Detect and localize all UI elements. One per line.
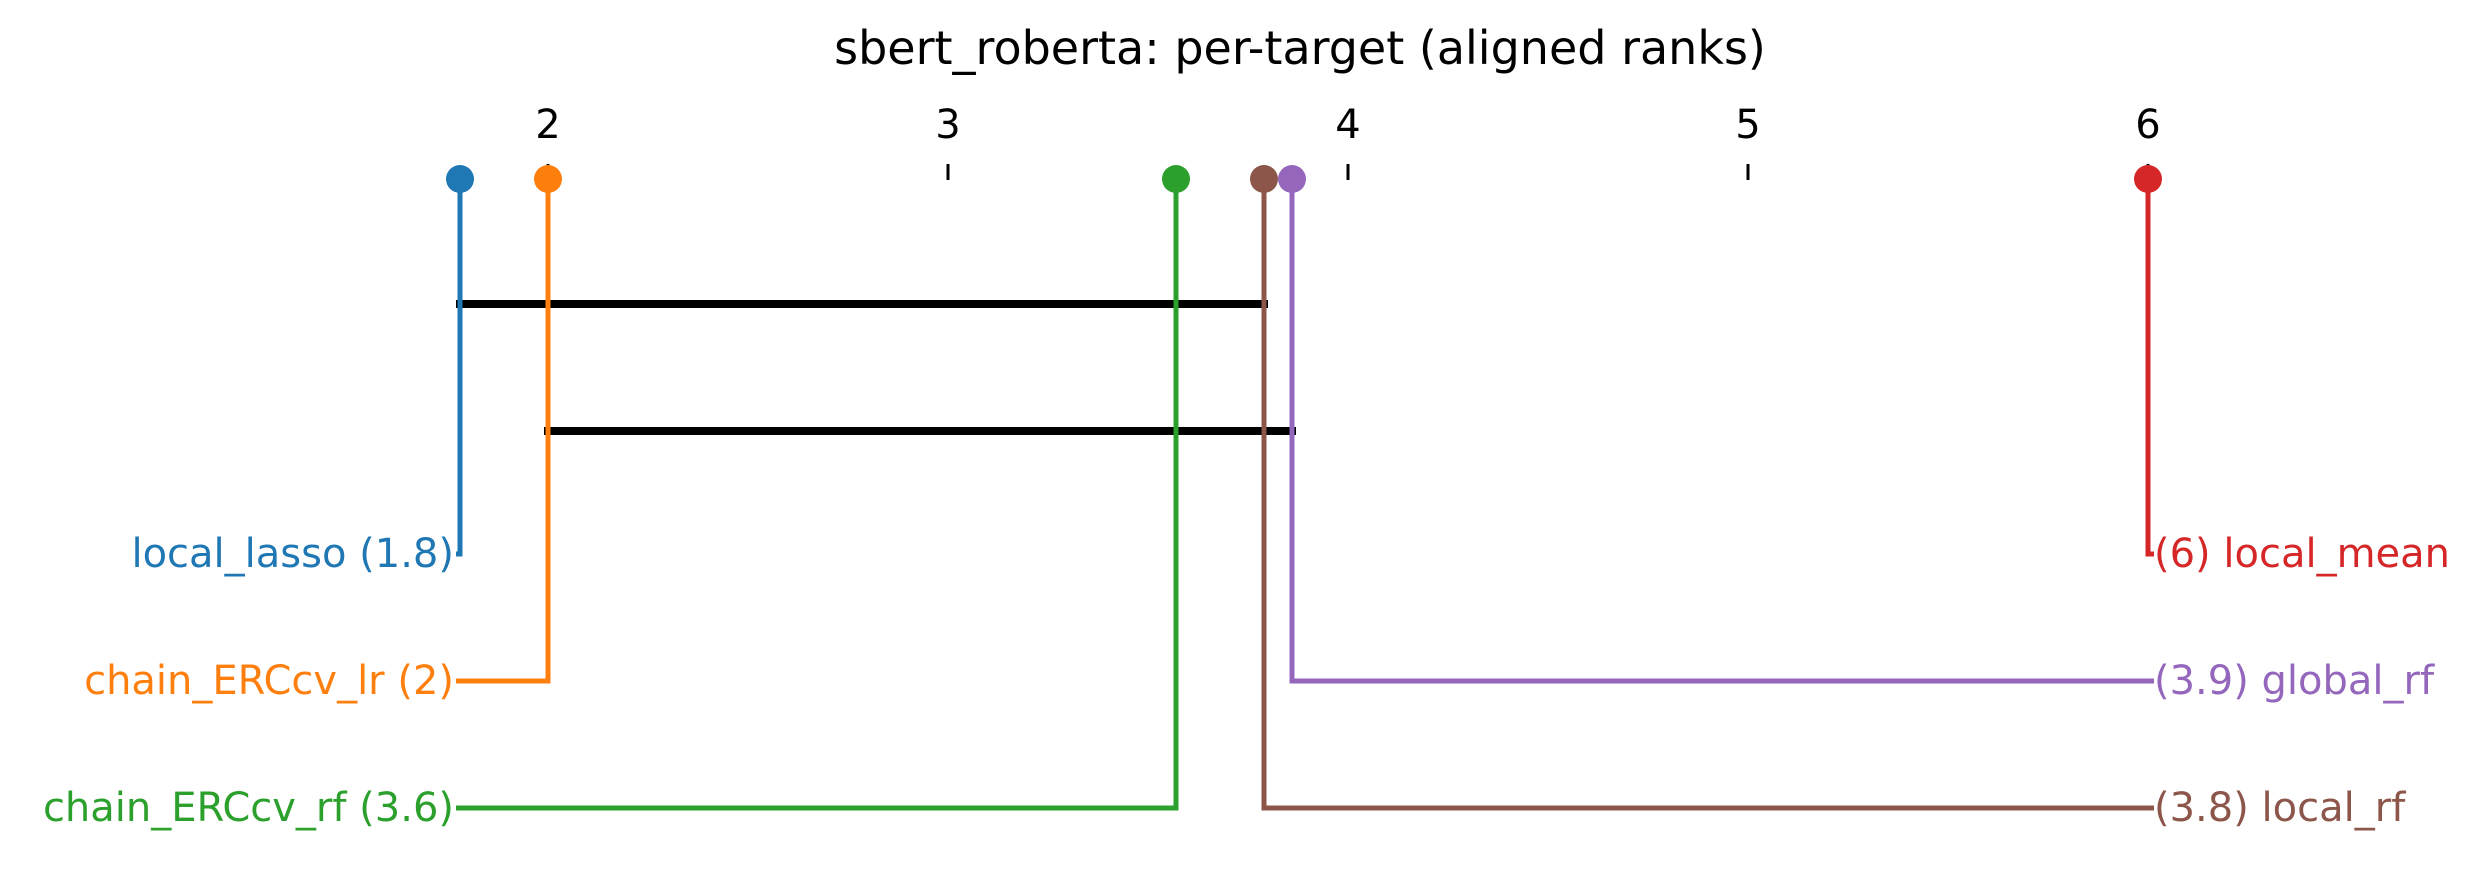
method-label: (3.8) local_rf	[2154, 785, 2406, 831]
tick-label: 5	[1735, 102, 1760, 148]
method-dot	[1278, 165, 1306, 193]
method-line	[456, 179, 463, 557]
method-line	[1289, 179, 2154, 684]
method-line	[456, 179, 1179, 811]
chart-title: sbert_roberta: per-target (aligned ranks…	[834, 21, 1766, 75]
method-line	[456, 179, 551, 684]
method-dot	[1250, 165, 1278, 193]
method-dot	[446, 165, 474, 193]
axis-ticks: 2 3 4 5 6	[535, 102, 2161, 180]
method-series: local_lasso (1.8) chain_ERCcv_lr (2) chain…	[43, 165, 2450, 831]
tick-label: 4	[1335, 102, 1360, 148]
method-label: local_lasso (1.8)	[131, 531, 454, 577]
clique-bars	[456, 300, 1296, 435]
method-dot	[2134, 165, 2162, 193]
method-label: chain_ERCcv_rf (3.6)	[43, 785, 454, 831]
method-label: (6) local_mean	[2154, 531, 2450, 577]
method-dot	[534, 165, 562, 193]
method-label: (3.9) global_rf	[2154, 658, 2435, 704]
method-line	[1261, 179, 2154, 811]
method-line	[2145, 179, 2154, 557]
method-dot	[1162, 165, 1190, 193]
tick-label: 3	[935, 102, 960, 148]
tick-label: 2	[535, 102, 560, 148]
tick-label: 6	[2135, 102, 2160, 148]
method-label: chain_ERCcv_lr (2)	[84, 658, 454, 704]
